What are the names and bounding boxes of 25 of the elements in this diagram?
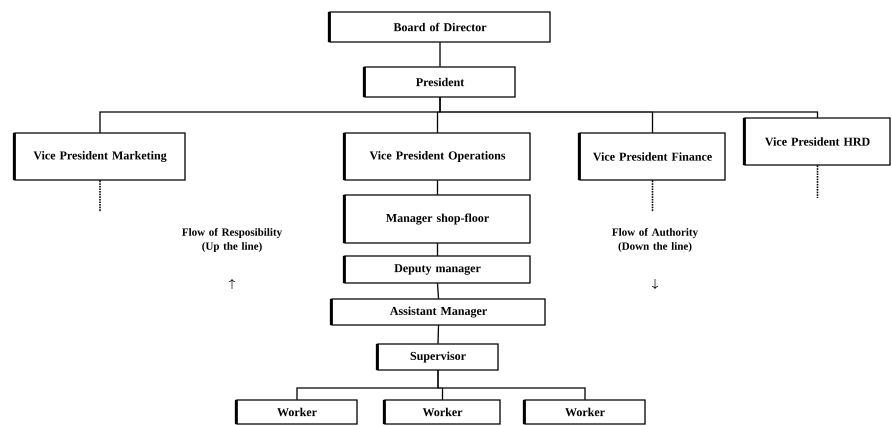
org-box: Worker [522, 399, 646, 425]
org-box: Vice President Operations [342, 132, 531, 181]
org-box: Vice President Finance [578, 132, 726, 181]
flow-note: Flow of Authority (Down the line) [612, 228, 698, 252]
org-box: Vice President Marketing [12, 132, 186, 181]
org-box: Vice President HRD [742, 117, 891, 166]
connector-line [436, 284, 440, 298]
connector-line [437, 326, 440, 344]
connector-line [99, 180, 101, 212]
flow-note: Flow of Resposibility (Up the line) [182, 228, 282, 252]
connector-line [439, 98, 818, 118]
connector-line [439, 42, 441, 66]
org-box: Worker [234, 399, 358, 425]
connector-line [816, 166, 818, 198]
connector-line [436, 244, 438, 256]
connector-line [652, 180, 654, 212]
org-box: President [362, 66, 516, 98]
org-box: Assistant Manager [330, 298, 546, 326]
connector-line [437, 370, 586, 400]
org-box: Manager shop-floor [342, 194, 531, 244]
org-box: Supervisor [376, 343, 499, 371]
org-box: Deputy manager [342, 255, 531, 284]
org-box: Board of Director [328, 11, 551, 43]
org-box: Worker [382, 399, 501, 425]
connector-line [436, 180, 438, 194]
